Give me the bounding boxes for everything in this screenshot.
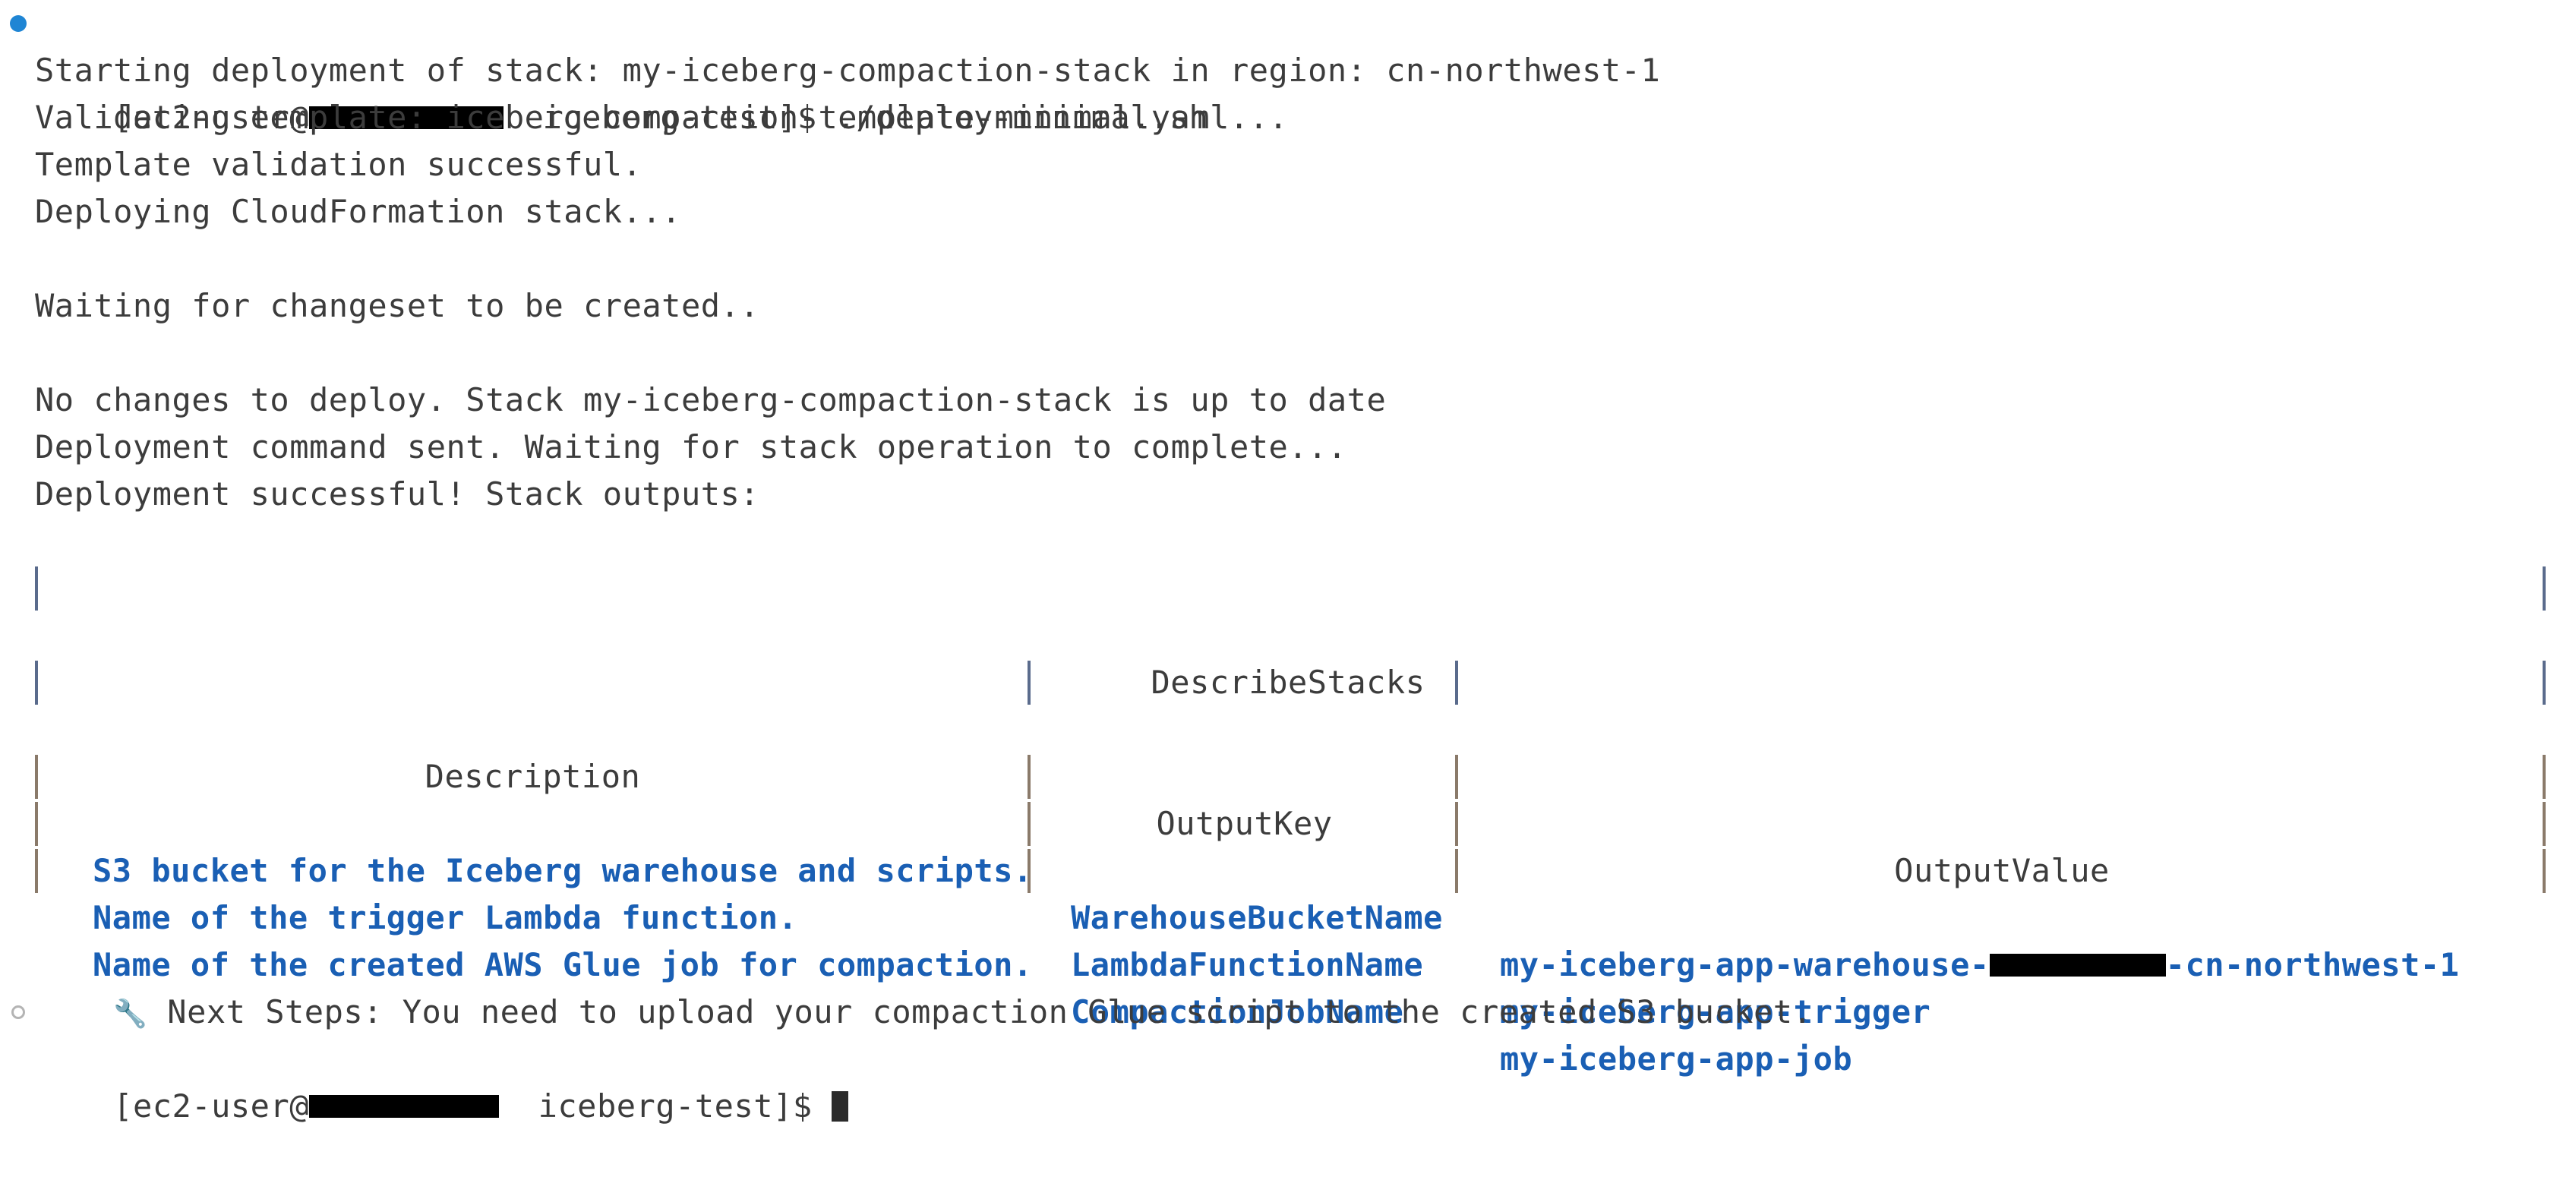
output-text: Template validation successful. <box>35 146 642 183</box>
table-title-borders-svg <box>35 566 2546 611</box>
prompt-tail-label: iceberg-test]$ <box>499 1087 832 1125</box>
output-text <box>0 240 35 277</box>
terminal-output-line: Waiting for changeset to be created.. <box>0 282 2576 330</box>
table-row: Name of the trigger Lambda function. Lam… <box>0 800 2576 1030</box>
output-text: Deploying CloudFormation stack... <box>35 193 681 230</box>
terminal-window[interactable]: [ec2-user@ iceberg-test]$ ./deploy-minim… <box>0 0 2576 1125</box>
output-text: Starting deployment of stack: my-iceberg… <box>35 52 1661 89</box>
terminal-line-prompt-command: [ec2-user@ iceberg-test]$ ./deploy-minim… <box>0 0 2576 136</box>
terminal-output-line: Deploying CloudFormation stack... <box>0 188 2576 235</box>
blue-dot-marker-icon <box>10 15 27 32</box>
redacted-hostname-block <box>309 106 504 129</box>
terminal-output-line: Template validation successful. <box>0 141 2576 188</box>
output-text: Waiting for changeset to be created.. <box>35 287 760 324</box>
table-row: S3 bucket for the Iceberg warehouse and … <box>0 753 2576 983</box>
next-steps-content: 🔧 Next Steps: You need to upload your co… <box>78 993 1812 1030</box>
next-steps-line: 🔧 Next Steps: You need to upload your co… <box>0 942 2576 1030</box>
output-text: No changes to deploy. Stack my-iceberg-c… <box>35 381 1387 418</box>
output-text <box>0 334 35 371</box>
redacted-hostname-block <box>309 1094 500 1118</box>
terminal-output-line: Deployment command sent. Waiting for sta… <box>0 424 2576 471</box>
gutter-marker-bottom <box>2 989 35 1036</box>
hollow-dot-marker-icon <box>11 1005 25 1019</box>
terminal-output-line: Validating template: iceberg-compaction-… <box>0 94 2576 141</box>
terminal-output-line: No changes to deploy. Stack my-iceberg-c… <box>0 377 2576 424</box>
table-header-row: Description OutputKey OutputValue <box>0 659 2576 889</box>
cell-output-key: CompactionJobName <box>1071 993 1404 1030</box>
table-header-borders-svg <box>35 661 2546 705</box>
cell-description: Name of the created AWS Glue job for com… <box>93 946 1033 983</box>
table-body-separator <box>0 706 2576 753</box>
output-value-suffix: -cn-northwest-1 <box>2165 946 2460 983</box>
table-row: Name of the created AWS Glue job for com… <box>0 847 2576 1078</box>
table-title-row: DescribeStacks <box>0 565 2576 701</box>
terminal-blank-line <box>0 330 2576 377</box>
cell-output-value: my-iceberg-app-trigger <box>1500 993 1931 1030</box>
next-steps-text: Next Steps: You need to upload your comp… <box>167 993 1813 1030</box>
redacted-account-id-block <box>1989 953 2166 977</box>
prompt-line-bottom: [ec2-user@ iceberg-test]$ <box>78 1087 849 1125</box>
column-header-description: Description <box>425 758 641 795</box>
terminal-output-line: Starting deployment of stack: my-iceberg… <box>0 47 2576 94</box>
terminal-blank-line <box>0 235 2576 282</box>
column-header-outputkey: OutputKey <box>1156 805 1333 842</box>
command-text: ./deploy-minimal.sh <box>836 99 1209 136</box>
prompt-user-label: [ec2-user@ <box>113 1087 310 1125</box>
output-text: Deployment successful! Stack outputs: <box>35 475 760 513</box>
table-row-borders-svg <box>35 849 2546 893</box>
prompt-tail-label: iceberg-test]$ <box>504 99 837 136</box>
table-top-border <box>0 518 2576 565</box>
wrench-icon: 🔧 <box>113 999 148 1030</box>
cell-output-key: LambdaFunctionName <box>1071 946 1424 983</box>
cell-description: Name of the trigger Lambda function. <box>93 899 798 936</box>
cell-output-value: my-iceberg-app-warehouse- -cn-northwest-1 <box>1500 942 2459 989</box>
prompt-line-top: [ec2-user@ iceberg-test]$ ./deploy-minim… <box>78 99 1208 136</box>
terminal-output-line: Deployment successful! Stack outputs: <box>0 471 2576 518</box>
cell-description: S3 bucket for the Iceberg warehouse and … <box>93 852 1033 889</box>
table-row-borders-svg <box>35 755 2546 799</box>
table-row-borders-svg <box>35 802 2546 846</box>
output-value-prefix: my-iceberg-app-warehouse- <box>1500 946 1990 983</box>
table-bottom-border <box>0 895 2576 942</box>
column-header-outputvalue: OutputValue <box>1894 852 2110 889</box>
cell-output-key: WarehouseBucketName <box>1071 899 1443 936</box>
text-cursor[interactable] <box>832 1090 849 1122</box>
output-text: Deployment command sent. Waiting for sta… <box>35 428 1347 465</box>
table-title-text: DescribeStacks <box>1151 664 1425 701</box>
gutter-marker-top <box>2 0 35 47</box>
prompt-user-label: [ec2-user@ <box>113 99 310 136</box>
terminal-line-prompt-final[interactable]: [ec2-user@ iceberg-test]$ <box>0 989 2576 1125</box>
cell-output-value: my-iceberg-app-job <box>1500 1040 1853 1078</box>
table-header-separator <box>0 612 2576 659</box>
output-text: Validating template: iceberg-compaction-… <box>35 99 1289 136</box>
